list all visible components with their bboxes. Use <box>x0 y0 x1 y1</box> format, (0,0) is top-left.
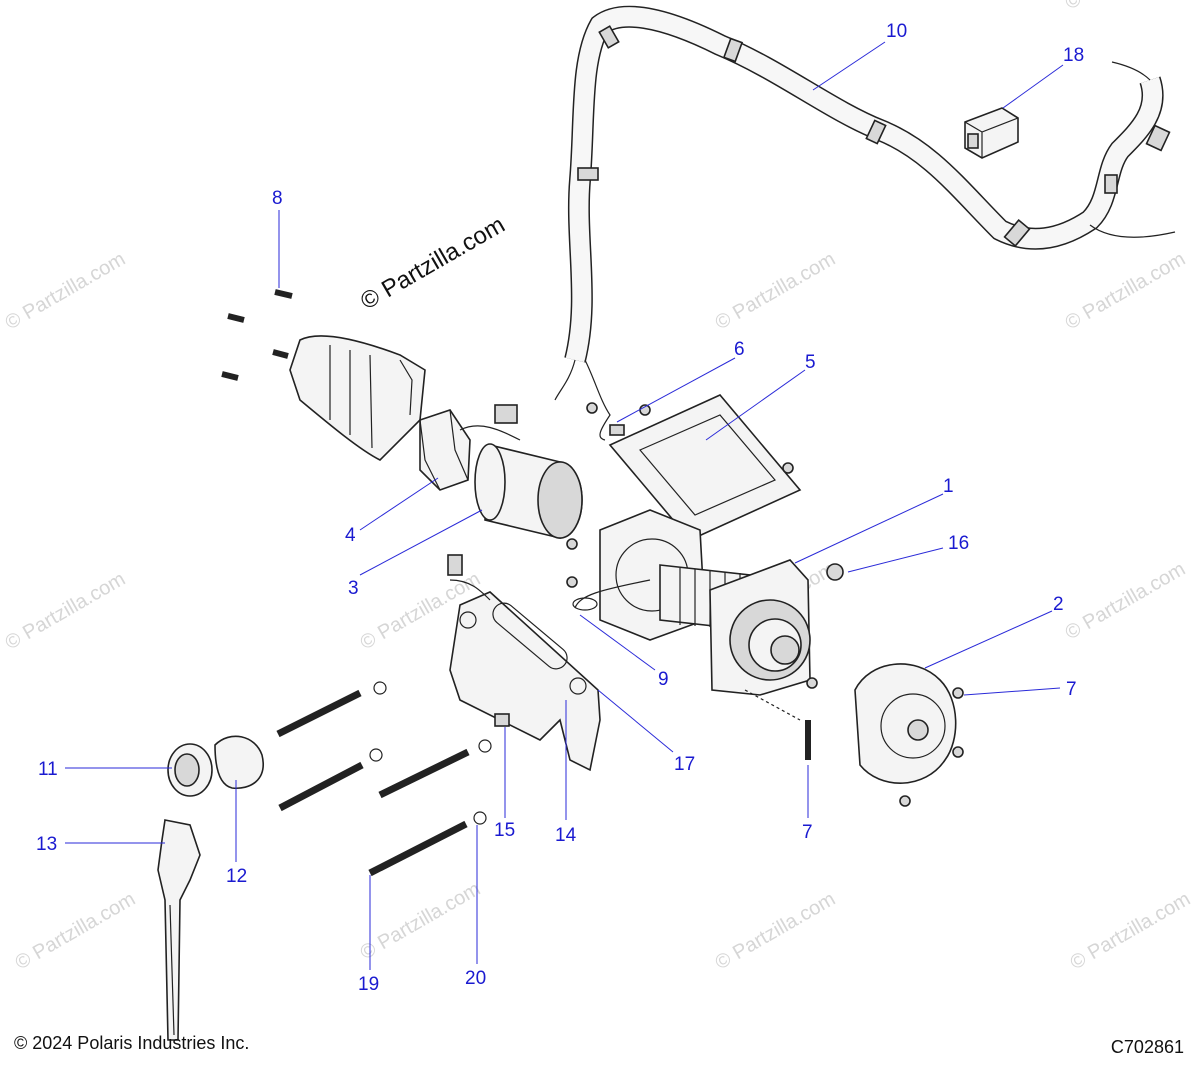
callout-8: 8 <box>272 188 283 209</box>
motor-cover <box>289 335 426 461</box>
callout-12: 12 <box>226 866 247 887</box>
callout-7-right: 7 <box>1066 679 1077 700</box>
callout-5: 5 <box>805 352 816 373</box>
watermark: © Partzilla.com <box>2 248 130 334</box>
callout-19: 19 <box>358 974 379 995</box>
mount-plate <box>608 394 802 541</box>
screw-group-8 <box>221 289 293 381</box>
solenoid-part <box>419 404 521 491</box>
callout-labels: 1 2 3 4 5 6 7 7 8 9 10 11 12 13 14 15 16… <box>36 21 1084 995</box>
callout-15: 15 <box>494 820 515 841</box>
callout-20: 20 <box>465 968 486 989</box>
callout-6: 6 <box>734 339 745 360</box>
watermark: © Partzilla.com <box>1062 248 1190 334</box>
leader-lines <box>65 41 1064 970</box>
callout-7-bottom: 7 <box>802 822 813 843</box>
watermark: © Partzilla.com <box>2 568 130 654</box>
copyright-text: © 2024 Polaris Industries Inc. <box>14 1033 250 1053</box>
callout-18: 18 <box>1063 45 1084 66</box>
watermark: © Partzilla.com <box>12 888 140 974</box>
callout-2: 2 <box>1053 594 1064 615</box>
callout-9: 9 <box>658 669 669 690</box>
callout-10: 10 <box>886 21 907 42</box>
gear-end-cap <box>854 663 964 807</box>
sleeve-part <box>474 443 583 540</box>
callout-13: 13 <box>36 834 57 855</box>
fairlead-plate <box>447 554 601 772</box>
watermark: © Partzilla.com <box>712 248 840 334</box>
watermark: © Partzilla.com <box>1067 888 1195 974</box>
knobs-and-hook <box>157 735 264 1041</box>
winch-body <box>566 509 844 760</box>
callout-11: 11 <box>38 759 58 780</box>
wiring-harness <box>554 5 1176 441</box>
callout-16: 16 <box>948 533 969 554</box>
switch-part <box>964 107 1019 159</box>
watermark: © Partzilla.com <box>712 888 840 974</box>
cable-part-9 <box>572 579 651 611</box>
callout-1: 1 <box>943 476 954 497</box>
drawing-id: C702861 <box>1110 1037 1184 1057</box>
callout-4: 4 <box>345 525 356 546</box>
callout-3: 3 <box>348 578 359 599</box>
watermark: © Partzilla.com <box>357 878 485 964</box>
callout-17: 17 <box>674 754 695 775</box>
bolt-group <box>276 681 510 877</box>
watermark: © Partzilla.com <box>1062 558 1190 644</box>
callout-14: 14 <box>555 825 577 846</box>
watermark: © Partzilla.com <box>1062 0 1190 14</box>
